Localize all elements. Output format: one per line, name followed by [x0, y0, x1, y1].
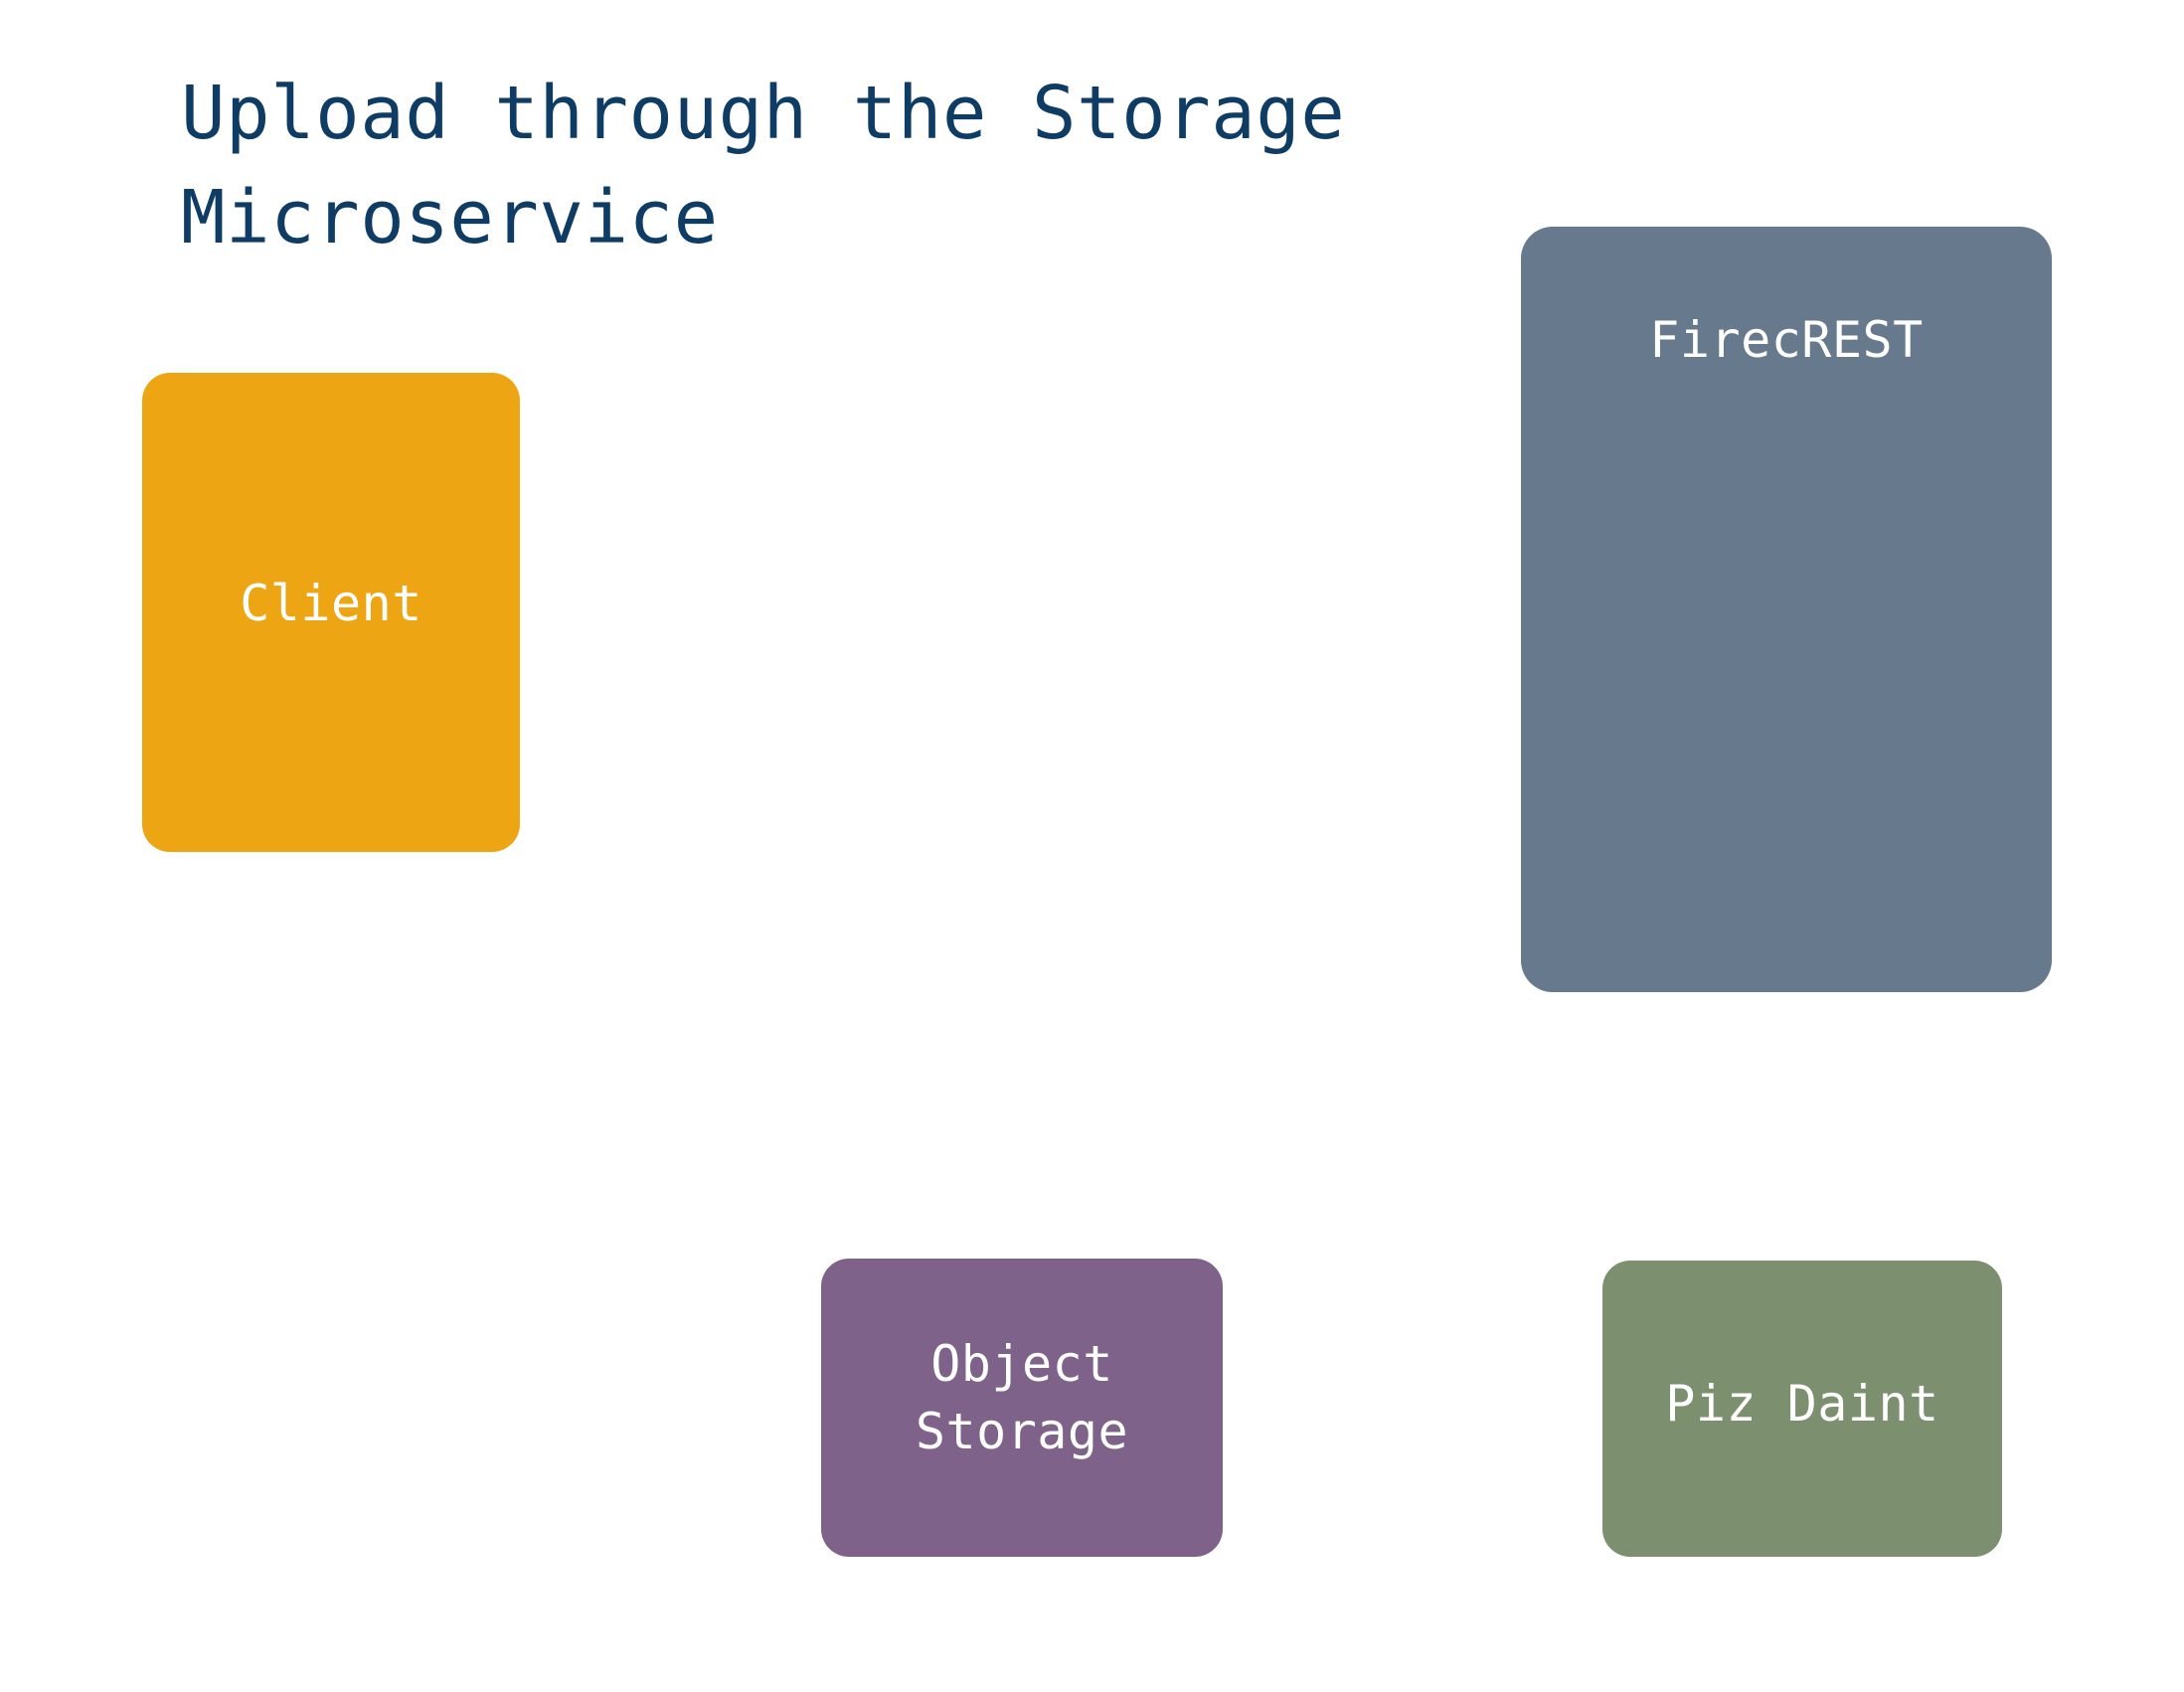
node-client-label: Client [240, 575, 422, 632]
node-piz-daint-label: Piz Daint [1665, 1375, 1939, 1433]
node-client[interactable]: Client [142, 373, 520, 852]
page-title: Upload through the Storage Microservice [181, 71, 1346, 261]
node-firecrest[interactable]: FirecREST [1521, 227, 2052, 992]
node-object-storage-label: Object Storage [915, 1335, 1129, 1460]
node-piz-daint[interactable]: Piz Daint [1602, 1261, 2002, 1557]
node-firecrest-label: FirecREST [1649, 311, 1924, 369]
node-object-storage[interactable]: Object Storage [821, 1259, 1223, 1557]
